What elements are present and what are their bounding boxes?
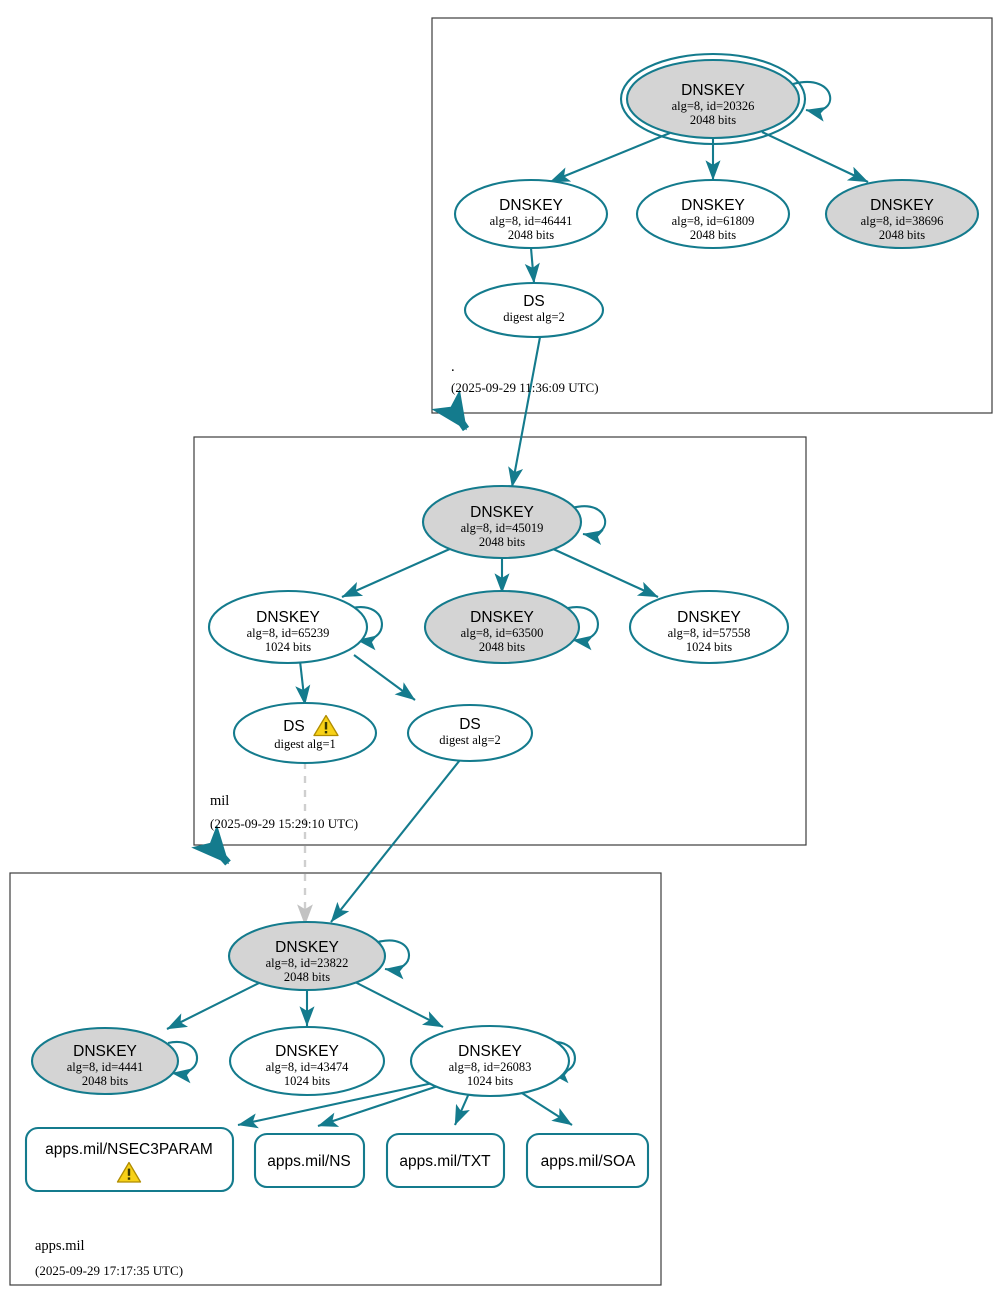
node-apps-dnskey-26083[interactable]: DNSKEY alg=8, id=26083 1024 bits [409, 1024, 571, 1098]
node-line2: digest alg=1 [274, 737, 336, 751]
node-rrset-nsec3param[interactable]: apps.mil/NSEC3PARAM [24, 1126, 235, 1193]
node-title: DNSKEY [681, 82, 745, 99]
node-line2: alg=8, id=38696 [861, 214, 944, 228]
edge-apps-26083-to-soa [513, 1087, 573, 1126]
rrset-label: apps.mil/NSEC3PARAM [45, 1141, 213, 1158]
node-line2: alg=8, id=65239 [247, 626, 330, 640]
node-line3: 2048 bits [690, 228, 736, 242]
node-title: DNSKEY [458, 1043, 522, 1060]
edge-mil-65239-self [351, 606, 383, 651]
edge-apps-4441-self [167, 1040, 199, 1084]
node-line2: alg=8, id=46441 [490, 214, 573, 228]
delegation-arrow-root-to-mil [431, 389, 470, 432]
node-line2: alg=8, id=23822 [266, 956, 349, 970]
node-title: DNSKEY [870, 197, 934, 214]
node-line2: alg=8, id=57558 [668, 626, 751, 640]
node-line3: 1024 bits [686, 640, 732, 654]
node-title: DNSKEY [470, 504, 534, 521]
zone-date-root: (2025-09-29 11:36:09 UTC) [451, 380, 599, 395]
node-line2: digest alg=2 [439, 733, 501, 747]
node-line2: alg=8, id=63500 [461, 626, 544, 640]
edge-apps-26083-to-ns [317, 1085, 439, 1127]
rrset-label: apps.mil/TXT [399, 1153, 491, 1170]
edge-root-ksk-self [792, 81, 832, 122]
node-title: DNSKEY [275, 939, 339, 956]
node-line2: alg=8, id=26083 [449, 1060, 532, 1074]
node-root-dnskey-46441[interactable]: DNSKEY alg=8, id=46441 2048 bits [453, 178, 609, 250]
edge-mil-ksk-self [571, 505, 607, 545]
node-rrset-ns[interactable]: apps.mil/NS [253, 1132, 366, 1189]
edge-mil-63500-self [567, 606, 599, 651]
node-title: DNSKEY [499, 197, 563, 214]
edge-apps-ksk-to-4441 [166, 980, 264, 1030]
node-mil-ds-alg2[interactable]: DS digest alg=2 [406, 703, 534, 763]
node-root-ksk-20326[interactable]: DNSKEY alg=8, id=20326 2048 bits [619, 52, 807, 146]
node-mil-dnskey-57558[interactable]: DNSKEY alg=8, id=57558 1024 bits [628, 589, 790, 665]
edge-apps-ksk-self [377, 939, 410, 980]
node-line3: 2048 bits [479, 535, 525, 549]
edge-mil-ds2-to-apps-ksk [330, 759, 461, 923]
edge-root-ksk-to-46441 [549, 132, 671, 183]
node-line3: 2048 bits [479, 640, 525, 654]
rrset-label: apps.mil/SOA [541, 1153, 636, 1170]
node-mil-ds-alg1[interactable]: DS digest alg=1 [232, 701, 378, 765]
node-title: DNSKEY [73, 1043, 137, 1060]
node-root-dnskey-61809[interactable]: DNSKEY alg=8, id=61809 2048 bits [635, 178, 791, 250]
node-root-ds-alg2[interactable]: DS digest alg=2 [463, 281, 605, 339]
node-line2: alg=8, id=4441 [67, 1060, 144, 1074]
edge-root-ds-to-mil-ksk [508, 336, 542, 488]
edge-mil-ksk-to-57558 [550, 547, 659, 598]
node-line2: alg=8, id=45019 [461, 521, 544, 535]
edge-mil-65239-to-ds2 [353, 654, 416, 701]
node-mil-dnskey-63500[interactable]: DNSKEY alg=8, id=63500 2048 bits [423, 589, 581, 665]
edge-apps-26083-to-nsec3param [237, 1081, 434, 1129]
zone-label-apps-mil: apps.mil [35, 1238, 85, 1254]
node-line3: 2048 bits [284, 970, 330, 984]
node-line3: 2048 bits [690, 113, 736, 127]
node-line3: 1024 bits [265, 640, 311, 654]
delegation-arrow-mil-to-apps [191, 824, 231, 866]
node-title: DNSKEY [275, 1043, 339, 1060]
node-line3: 1024 bits [467, 1074, 513, 1088]
node-rrset-soa[interactable]: apps.mil/SOA [525, 1132, 650, 1189]
node-title: DNSKEY [681, 197, 745, 214]
zone-label-mil: mil [210, 793, 229, 809]
rrset-label: apps.mil/NS [267, 1153, 351, 1170]
node-line2: alg=8, id=43474 [266, 1060, 350, 1074]
edge-mil-65239-to-ds1 [295, 660, 311, 706]
node-line2: alg=8, id=61809 [672, 214, 755, 228]
node-line3: 1024 bits [284, 1074, 330, 1088]
node-line3: 2048 bits [879, 228, 925, 242]
node-apps-dnskey-43474[interactable]: DNSKEY alg=8, id=43474 1024 bits [228, 1025, 386, 1097]
node-line3: 2048 bits [508, 228, 554, 242]
node-title: DNSKEY [256, 609, 320, 626]
edge-apps-26083-to-txt [454, 1090, 471, 1126]
warning-icon [116, 1161, 142, 1183]
node-line2: digest alg=2 [503, 310, 565, 324]
zone-date-apps-mil: (2025-09-29 17:17:35 UTC) [35, 1263, 183, 1278]
node-mil-dnskey-65239[interactable]: DNSKEY alg=8, id=65239 1024 bits [207, 589, 369, 665]
node-title: DS [283, 718, 305, 735]
node-rrset-txt[interactable]: apps.mil/TXT [385, 1132, 506, 1189]
edge-root-ksk-to-38696 [761, 131, 869, 183]
node-line2: alg=8, id=20326 [672, 99, 755, 113]
edge-root-46441-to-ds [524, 247, 540, 284]
node-line3: 2048 bits [82, 1074, 128, 1088]
node-title: DS [459, 716, 481, 733]
node-apps-ksk-23822[interactable]: DNSKEY alg=8, id=23822 2048 bits [227, 920, 387, 992]
edge-apps-ksk-to-26083 [352, 980, 444, 1028]
edge-mil-ksk-to-65239 [341, 547, 453, 598]
node-root-dnskey-38696[interactable]: DNSKEY alg=8, id=38696 2048 bits [824, 178, 980, 250]
node-title: DNSKEY [677, 609, 741, 626]
node-title: DNSKEY [470, 609, 534, 626]
warning-icon [313, 714, 339, 737]
node-apps-dnskey-4441[interactable]: DNSKEY alg=8, id=4441 2048 bits [30, 1026, 180, 1096]
node-mil-ksk-45019[interactable]: DNSKEY alg=8, id=45019 2048 bits [421, 484, 583, 560]
zone-date-mil: (2025-09-29 15:29:10 UTC) [210, 816, 358, 831]
node-title: DS [523, 293, 545, 310]
zone-label-root: . [451, 359, 455, 375]
